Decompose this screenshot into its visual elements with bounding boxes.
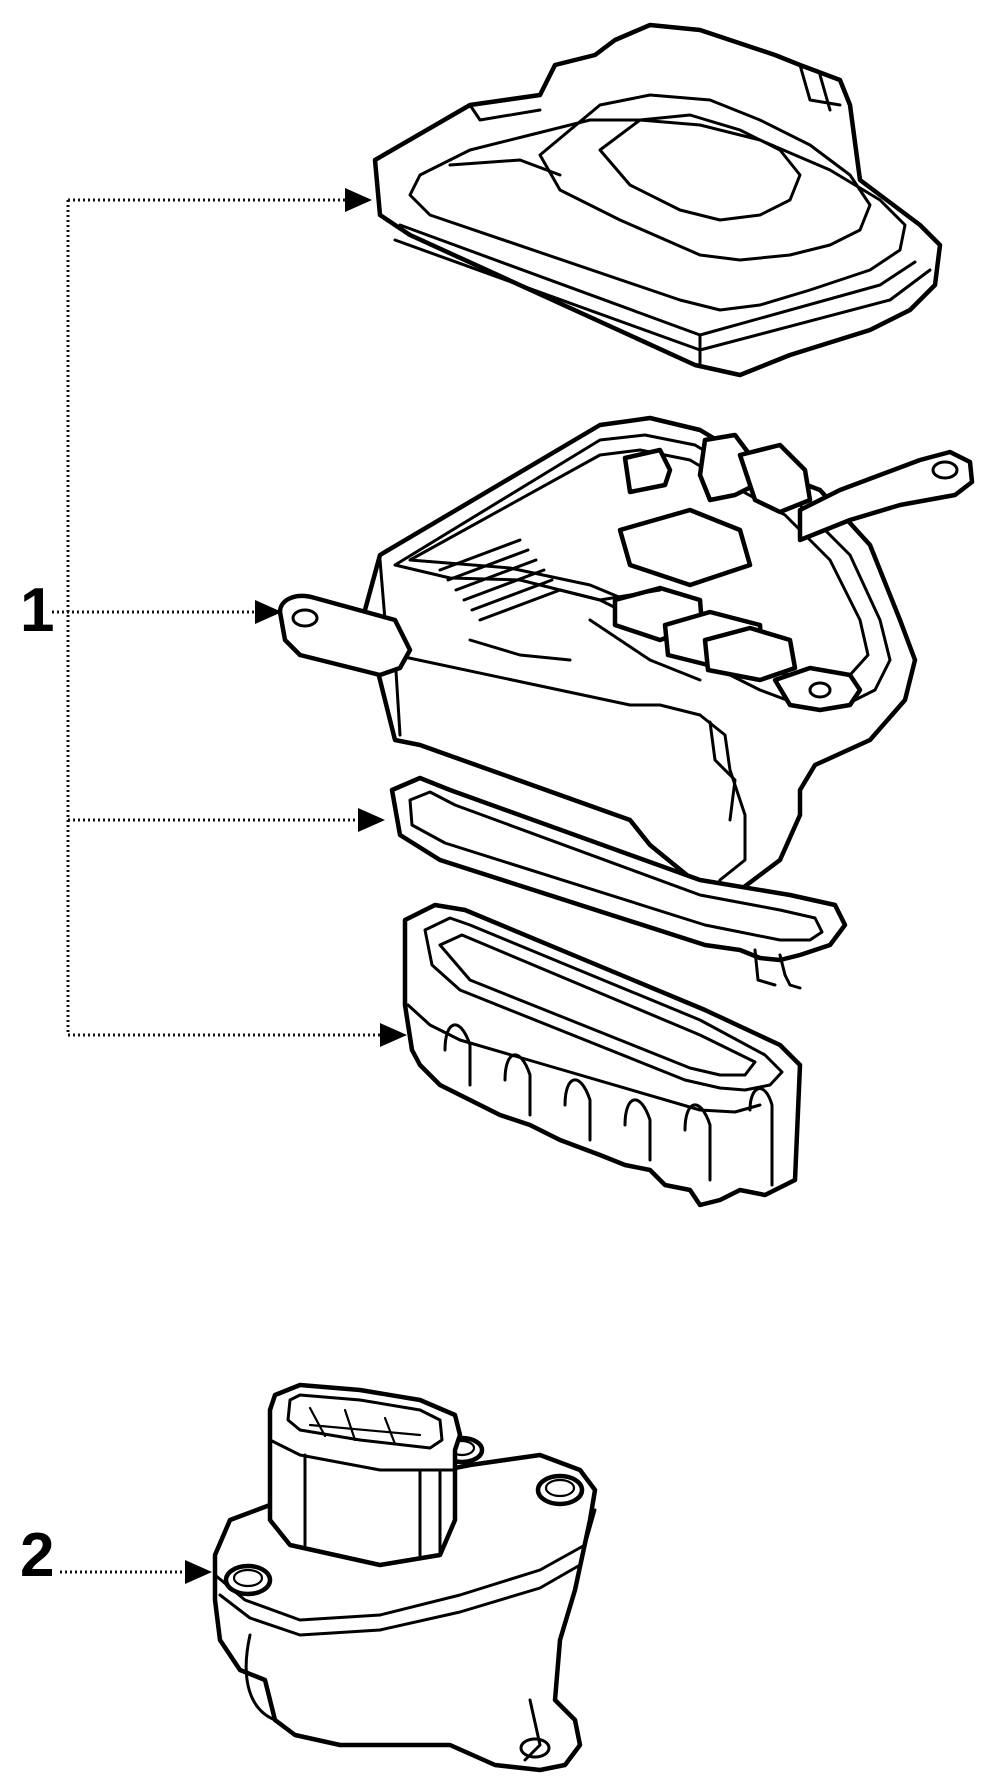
callout-label-2: 2 (20, 1521, 55, 1590)
fuse-box-gasket (389, 775, 848, 990)
arrow-to-fuse-box (255, 600, 282, 624)
arrow-to-sensor (185, 1560, 212, 1584)
arrow-to-lower-cover (380, 1023, 407, 1047)
sensor (212, 1382, 598, 1773)
arrow-to-cover (345, 188, 372, 212)
callout-2-leaders (60, 1560, 212, 1584)
fuse-box-lower-cover (402, 902, 803, 1208)
callout-1-leaders (52, 188, 407, 1047)
arrow-to-gasket (358, 808, 385, 832)
fuse-box-upper-cover (372, 22, 943, 378)
fuse-slats (438, 538, 562, 622)
callout-label-1: 1 (20, 576, 55, 645)
lower-cover-ribs (443, 1023, 774, 1187)
fuse-box-body (277, 415, 975, 901)
